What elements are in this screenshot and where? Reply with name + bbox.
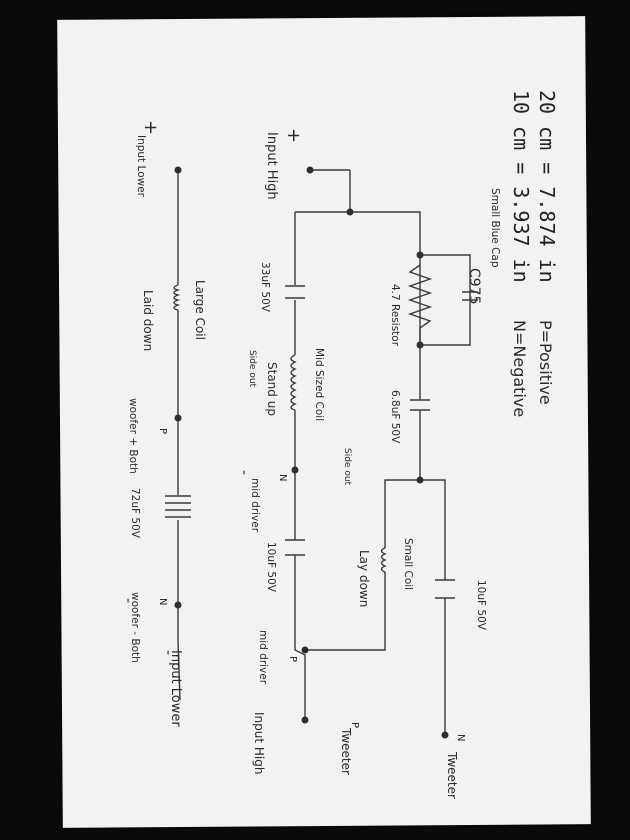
legend-negative: N=Negative	[510, 320, 529, 417]
label-input-high-bottom: Input High	[252, 712, 266, 774]
capacitor-10uf-mid	[285, 539, 305, 556]
label-tweeter-n: N	[455, 734, 466, 741]
coil-small	[380, 547, 387, 573]
capacitor-6-8uf	[410, 399, 430, 411]
capacitor-10uf-tweeter	[435, 579, 455, 599]
coil-large	[173, 284, 181, 311]
capacitor-small-blue	[462, 291, 478, 301]
label-laid-down: Laid down	[141, 290, 155, 351]
legend-positive: P=Positive	[536, 320, 555, 405]
label-side-out: Side out	[247, 350, 257, 388]
label-cap-72: 72uF 50V	[129, 488, 141, 539]
label-cap-10-mid: 10uF 50V	[265, 542, 277, 593]
junction-dot	[416, 341, 424, 349]
capacitor-72uf	[165, 495, 191, 518]
junction-dot	[306, 166, 314, 174]
label-mid-driver-plus: mid driver	[257, 630, 269, 685]
label-cap-68: 6.8uF 50V	[389, 390, 401, 444]
junction-dot	[416, 251, 424, 259]
capacitor-33uf	[285, 285, 305, 299]
wire-mid-lower	[294, 410, 306, 720]
junction-dot	[301, 716, 309, 724]
junction-dot	[301, 646, 309, 654]
resistor-4-7	[407, 264, 433, 345]
label-input-high-top: Input High	[264, 132, 279, 200]
label-side-out-2: Side out	[342, 448, 352, 486]
label-woofer-plus: woofer + Both	[127, 398, 139, 474]
label-woofer-n: N	[157, 598, 168, 605]
label-small-coil: Small Coil	[402, 538, 414, 590]
label-resistor: 4.7 Resistor	[389, 284, 401, 347]
label-stand-up: Stand up	[265, 362, 279, 416]
label-woofer-p: P	[157, 428, 168, 434]
label-tweeter-minus: Tweeter	[445, 751, 459, 799]
label-cap-10-tweeter: 10uF 50V	[475, 580, 487, 631]
header-line-1: 20 cm = 7.874 in	[535, 90, 559, 283]
label-cap-33: 33uF 50V	[259, 262, 271, 313]
label-input-lower-top: Input Lower	[135, 135, 147, 198]
note-small-blue-cap: Small Blue Cap	[489, 188, 501, 268]
label-large-coil: Large Coil	[193, 280, 207, 340]
label-mid-driver-minus: mid driver	[249, 478, 261, 533]
minus-input: -	[160, 650, 176, 655]
wire-tweeter	[420, 479, 446, 735]
junction-dot	[174, 601, 182, 609]
label-lay-down: Lay down	[357, 550, 371, 607]
junction-dot	[174, 166, 182, 174]
label-woofer-minus: woofer - Both	[129, 592, 141, 663]
header-line-2: 10 cm = 3.937 in	[509, 90, 533, 283]
label-mid-n: N	[277, 474, 288, 481]
junction-dot	[174, 414, 182, 422]
plus-lower: +	[140, 120, 161, 135]
label-mid-p: P	[287, 656, 298, 662]
wire-small-coil	[305, 479, 420, 651]
minus-mid: -	[236, 470, 252, 475]
wire-high-input	[349, 170, 421, 480]
label-mid-coil: Mid Sized Coil	[313, 348, 325, 421]
label-tweeter-plus: Tweeter	[339, 727, 353, 775]
junction-dot	[441, 731, 449, 739]
minus-woofer: -	[120, 598, 136, 603]
junction-dot	[291, 466, 299, 474]
junction-dot	[346, 208, 354, 216]
junction-dot	[416, 476, 424, 484]
label-tweeter-p: P	[349, 722, 360, 728]
label-input-lower-bottom: Input Lower	[168, 650, 183, 727]
wire-input-lower-end	[177, 639, 181, 701]
note-cap-code: C975	[466, 268, 482, 305]
coil-mid	[290, 354, 297, 411]
plus-high: +	[283, 128, 304, 143]
